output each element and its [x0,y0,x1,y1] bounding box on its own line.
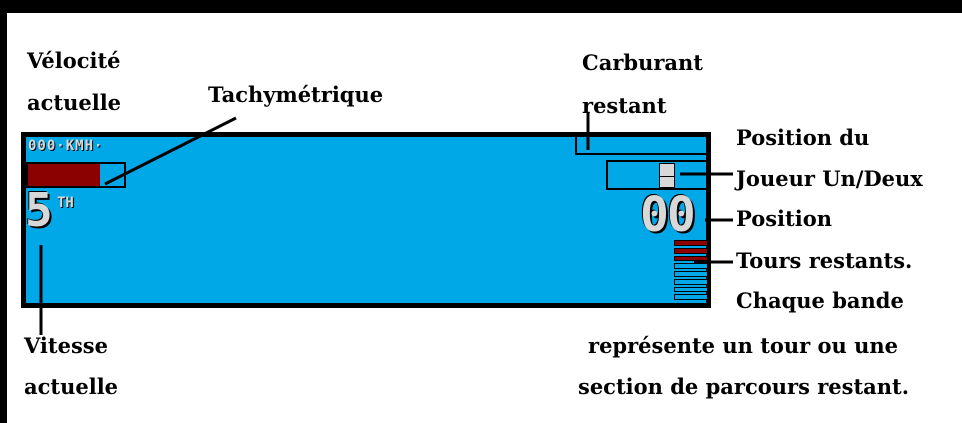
lap-band [674,278,708,285]
speed-label-line1: Vitesse [24,333,108,358]
tachometer-fill [28,164,100,186]
laps-remaining-bands [674,240,708,302]
lap-band [674,247,708,254]
laps-label-line1: Tours restants. [736,248,913,273]
gear-readout: 5 [25,183,53,237]
player-position-label-line2: Joueur Un/Deux [736,166,923,191]
laps-label-line2: Chaque bande [736,288,904,313]
fuel-gauge [575,135,711,155]
velocity-label-line1: Vélocité [27,48,121,73]
player-position-track [606,160,711,190]
player-position-label-line1: Position du [736,125,870,150]
lap-band [674,294,708,300]
fuel-label-line1: Carburant [582,50,703,75]
position-readout: 00 [640,187,696,243]
speed-label-line2: actuelle [24,374,119,399]
gear-suffix: TH [57,195,74,211]
lap-band [674,263,708,269]
fuel-label-line2: restant [582,93,667,118]
lap-band [674,240,708,246]
position-label: Position [736,206,832,231]
player-two-marker [659,176,675,188]
tachometer-callout [104,116,237,186]
lap-band [674,271,708,277]
lap-band [674,286,708,293]
velocity-readout: 000·KMH· [28,138,104,154]
lap-band [674,255,708,262]
laps-note-line1: représente un tour ou une [588,333,899,358]
laps-note-line2: section de parcours restant. [578,374,910,399]
velocity-label-line2: actuelle [27,90,122,115]
race-hud: 000·KMH· 5 TH 00 [21,132,711,308]
tachometer-label: Tachymétrique [208,82,384,107]
